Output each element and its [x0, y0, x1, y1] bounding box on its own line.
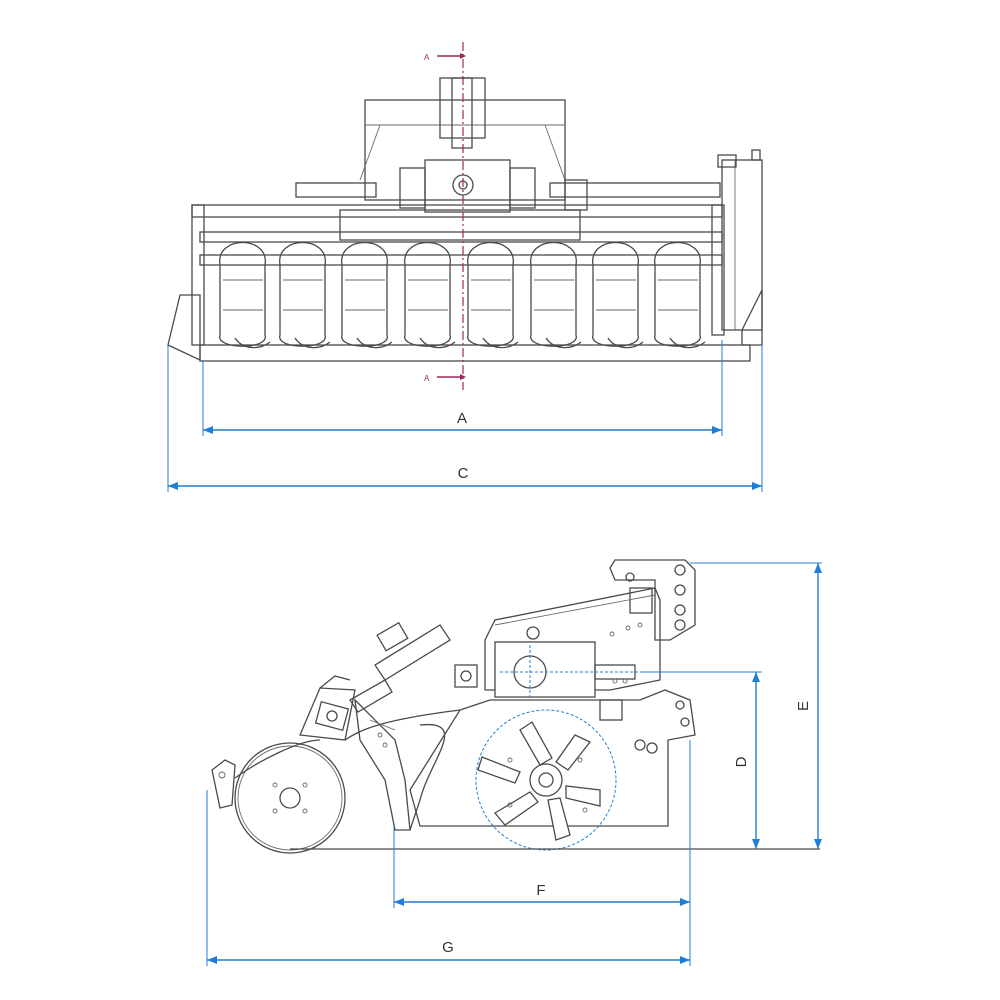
section-marker-bottom: A — [424, 374, 430, 383]
hydraulic-cylinder — [349, 621, 478, 713]
rotor-blade — [477, 721, 601, 841]
section-line-a: A A — [424, 42, 466, 390]
tine-group — [467, 242, 519, 349]
dimension-f: F — [393, 740, 691, 966]
tine-group — [654, 242, 706, 349]
rotor-tines — [219, 242, 706, 349]
hitch-tower — [609, 559, 696, 641]
dimension-g-label: G — [442, 939, 454, 956]
front-view: A A A C — [167, 42, 763, 492]
dimension-c: C — [167, 345, 763, 492]
tine-group — [341, 242, 393, 349]
tine-group — [279, 242, 331, 349]
dimension-c-label: C — [458, 465, 469, 482]
tine-group — [219, 242, 271, 349]
section-marker-top: A — [424, 53, 430, 62]
tine-group — [592, 242, 644, 349]
dimension-e-label: E — [795, 701, 812, 711]
dimension-d: D — [640, 671, 762, 849]
dimension-e: E — [690, 562, 822, 849]
tine-group — [530, 242, 582, 349]
gearbox — [494, 641, 760, 700]
dimension-a-label: A — [457, 410, 467, 427]
rear-cover — [409, 689, 696, 827]
front-disc — [211, 739, 346, 854]
main-frame — [167, 149, 763, 362]
rotor — [475, 709, 617, 851]
dimension-f-label: F — [536, 882, 545, 899]
tine-group — [404, 242, 456, 349]
dimension-a: A — [202, 340, 723, 436]
dimension-d-label: D — [733, 756, 750, 767]
packer-arm — [299, 675, 461, 831]
dimension-g: G — [206, 790, 690, 966]
side-view: D E F G — [206, 559, 822, 966]
